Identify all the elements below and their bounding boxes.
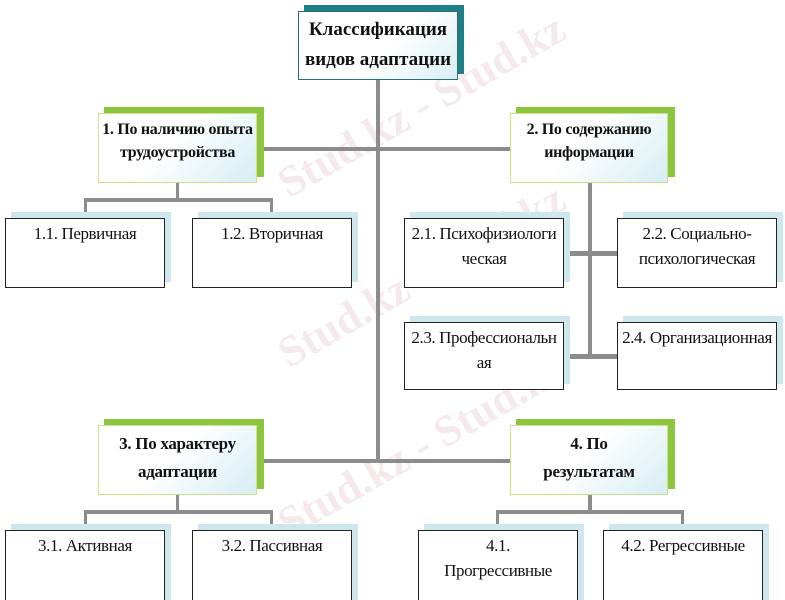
- leaf-node-2-1: 2.1. Психофизиологическая: [404, 218, 564, 288]
- connector: [496, 510, 499, 530]
- connector: [84, 198, 87, 218]
- leaf-node-4-1: 4.1. Прогрессивные: [418, 530, 578, 600]
- leaf-node-2-3: 2.3. Профессиональная: [404, 322, 564, 390]
- leaf-node-2-4: 2.4. Организационная: [617, 322, 777, 390]
- connector: [176, 495, 179, 512]
- connector: [588, 495, 592, 512]
- leaf-node-4-2: 4.2. Регрессивные: [603, 530, 763, 600]
- connector: [84, 510, 273, 514]
- connector: [496, 510, 684, 514]
- connector: [588, 183, 592, 356]
- connector: [270, 198, 273, 218]
- leaf-node-2-2: 2.2. Социально-психологическая: [617, 218, 777, 288]
- connector: [564, 251, 617, 256]
- category-2-node: 2. По содержанию информации: [510, 113, 668, 183]
- connector: [376, 80, 380, 463]
- leaf-node-3-1: 3.1. Активная: [5, 530, 165, 600]
- category-4-node: 4. По результатам адаптации: [510, 425, 668, 495]
- connector: [681, 510, 684, 530]
- connector: [257, 147, 510, 151]
- leaf-node-1-1: 1.1. Первичная: [5, 218, 165, 288]
- leaf-node-1-2: 1.2. Вторичная: [192, 218, 352, 288]
- connector: [84, 510, 87, 530]
- category-1-node: 1. По наличию опыта трудоустройства: [98, 113, 257, 183]
- connector: [257, 459, 510, 463]
- connector: [176, 183, 179, 200]
- connector: [564, 354, 617, 359]
- category-3-node: 3. По характеру адаптации: [98, 425, 257, 495]
- connector: [270, 510, 273, 530]
- root-node: Классификация видов адаптации: [298, 11, 458, 80]
- leaf-node-3-2: 3.2. Пассивная: [192, 530, 352, 600]
- connector: [84, 198, 273, 202]
